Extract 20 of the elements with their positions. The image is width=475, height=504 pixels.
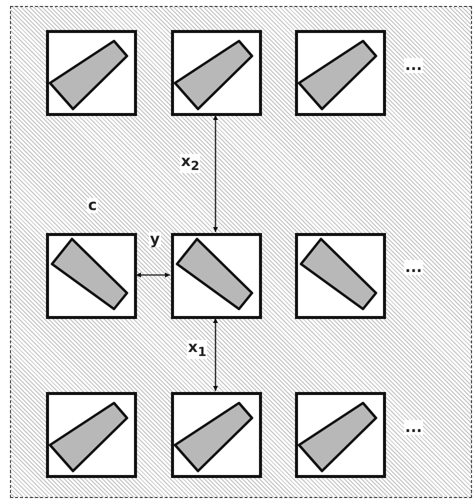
hatched-region [10,6,472,498]
ellipsis: ... [404,420,424,435]
edge-label: x$_{2}$ [180,154,200,172]
tile-drawing [295,30,386,116]
double-arrow [212,115,218,232]
ellipsis: ... [404,58,424,73]
tile-drawing [171,392,262,478]
double-arrow [136,272,170,278]
tile-drawing [46,392,137,478]
edge-label: x$_{1}$ [187,340,208,358]
tile-drawing [46,233,137,319]
edge-label: y [149,232,161,247]
tile-drawing [295,392,386,478]
tile-drawing [295,233,386,319]
tile-drawing [171,30,262,116]
tile-drawing [171,233,262,319]
tile-label: c [87,198,98,213]
ellipsis: ... [404,260,424,275]
double-arrow [212,318,218,391]
tile-drawing [46,30,137,116]
